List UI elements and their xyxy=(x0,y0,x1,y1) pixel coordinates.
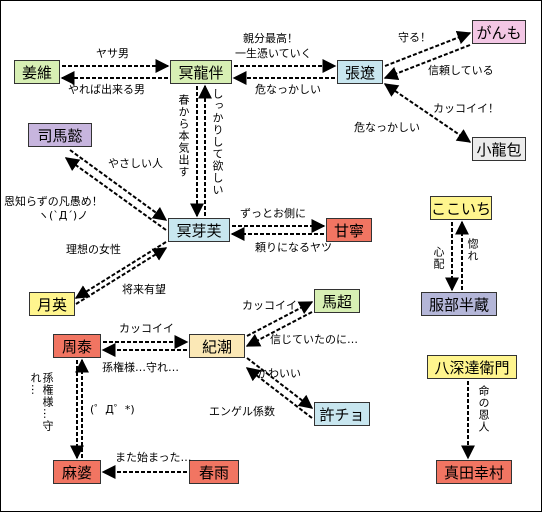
label-shikkari: しっかりして欲しい xyxy=(211,88,224,196)
label-songen2: 孫権様…守れ… xyxy=(29,372,54,432)
node-shouryuuhou: 小龍包 xyxy=(472,137,526,161)
label-yasaotoko: ヤサ男 xyxy=(96,47,129,60)
label-mamoru: 守る！ xyxy=(398,31,431,44)
node-ganmo: がんも xyxy=(472,20,526,44)
arrow-6 xyxy=(383,83,472,143)
arrow-21 xyxy=(246,357,314,409)
label-kakkoii3: カッコイイ xyxy=(119,322,174,335)
label-kakkoii1: カッコイイ！ xyxy=(433,102,499,115)
label-onshirazu: 恩知らずの凡愚め！ xyxy=(4,195,103,208)
node-kyoui: 姜維 xyxy=(14,60,60,84)
label-angel: エンゲル係数 xyxy=(209,405,275,418)
arrow-9 xyxy=(69,149,168,221)
node-kannei: 甘寧 xyxy=(326,218,372,242)
arrow-4 xyxy=(384,31,472,67)
node-meigafu: 冥芽芙 xyxy=(168,218,230,242)
label-hore: 惚れ xyxy=(466,238,479,262)
label-shinjiteita: 信じていたのに… xyxy=(270,333,358,346)
node-kishio: 紀潮 xyxy=(189,334,245,358)
node-sanada: 真田幸村 xyxy=(436,460,512,484)
node-mahou: 麻婆 xyxy=(53,460,101,484)
node-shunu: 春雨 xyxy=(189,460,239,484)
arrow-5 xyxy=(383,44,471,80)
label-kakkoii2: カッコイイ xyxy=(242,299,297,312)
node-chouryou: 張遼 xyxy=(337,60,383,84)
node-bachou: 馬超 xyxy=(314,289,360,313)
label-tayori: 頼りになるヤツ xyxy=(255,241,332,254)
node-shibai: 司馬懿 xyxy=(28,123,92,147)
label-songen: 孫権様…守れ… xyxy=(102,361,179,374)
arrow-10 xyxy=(64,157,167,231)
label-risou: 理想の女性 xyxy=(66,243,121,256)
node-shuutai: 周泰 xyxy=(53,334,101,358)
node-kyocho: 許チョ xyxy=(314,402,370,426)
label-oyabun: 親分最高！ xyxy=(243,32,298,45)
label-zutto: ずっとお側に xyxy=(240,207,306,220)
label-isshou: 一生憑いていく xyxy=(235,47,312,60)
label-yasashii: やさしい人 xyxy=(108,157,163,170)
arrow-18 xyxy=(245,311,313,347)
node-hattori: 服部半蔵 xyxy=(421,292,497,316)
label-kaomoji1: ヽ(`Д´)ノ xyxy=(38,209,89,222)
label-shouraiyuubou: 将来有望 xyxy=(122,283,166,296)
node-meiryuhan: 冥龍伴 xyxy=(170,60,232,84)
label-shinrai: 信頼している xyxy=(428,64,494,77)
label-abunakkashii2: 危なっかしい xyxy=(354,121,420,134)
label-inochi: 命の恩人 xyxy=(477,385,490,433)
label-kaomoji2: (゜Д゜*) xyxy=(90,403,135,416)
node-kokoichi: ここいち xyxy=(430,196,492,220)
label-shinpai: 心配 xyxy=(432,246,445,270)
label-harukara: 春から本気出す xyxy=(177,94,190,178)
label-kawaii: かわいい xyxy=(257,367,301,380)
arrow-17 xyxy=(246,301,314,337)
node-hachibuka: 八深達衛門 xyxy=(427,355,517,379)
label-yarebadekiru: やれば出来る男 xyxy=(68,83,145,96)
label-mata: また始まった… xyxy=(115,451,192,464)
label-abunakkashii1: 危なっかしい xyxy=(255,83,321,96)
arrow-22 xyxy=(245,367,313,419)
node-getsuei: 月英 xyxy=(29,292,75,316)
